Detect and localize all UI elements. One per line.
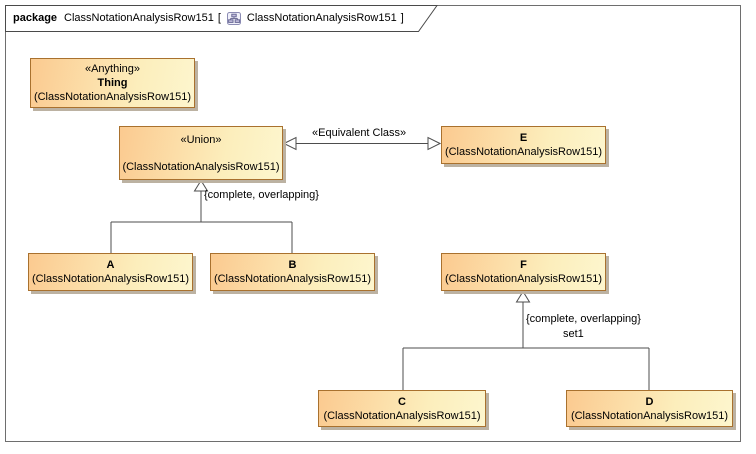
class-name: B (288, 259, 297, 271)
class-node-d[interactable]: D (ClassNotationAnalysisRow151) (566, 390, 733, 427)
class-node-a[interactable]: A (ClassNotationAnalysisRow151) (28, 253, 193, 291)
class-name: E (519, 132, 528, 144)
class-name: A (106, 259, 115, 271)
frame-bracket-close: ] (400, 12, 404, 24)
class-node-b[interactable]: B (ClassNotationAnalysisRow151) (210, 253, 375, 291)
package-qualifier: (ClassNotationAnalysisRow151) (122, 160, 280, 173)
package-qualifier: (ClassNotationAnalysisRow151) (444, 273, 603, 285)
class-node-f[interactable]: F (ClassNotationAnalysisRow151) (441, 253, 606, 291)
frame-header-tab-shape (5, 5, 438, 32)
generalization-edge-f[interactable] (402, 290, 650, 391)
class-name: D (645, 395, 654, 408)
class-name: F (520, 259, 527, 271)
generalization-arrowhead (515, 290, 531, 303)
package-qualifier: (ClassNotationAnalysisRow151) (323, 409, 481, 422)
class-node-e[interactable]: E (ClassNotationAnalysisRow151) (441, 126, 606, 164)
class-name: Thing (97, 77, 128, 89)
equivalent-class-edge-label[interactable]: «Equivalent Class» (312, 127, 407, 139)
package-qualifier: (ClassNotationAnalysisRow151) (444, 146, 603, 158)
generalization-union-constraint-label[interactable]: {complete, overlapping} (204, 189, 319, 201)
frame-kind-label: package (13, 12, 58, 24)
frame-bracket-open: [ (217, 12, 221, 24)
stereotype-label: «Union» (180, 133, 222, 146)
frame-package-name: ClassNotationAnalysisRow151 (64, 12, 214, 24)
package-qualifier: (ClassNotationAnalysisRow151) (570, 409, 729, 422)
open-arrowhead-right (427, 136, 442, 151)
generalization-arrowhead (193, 179, 209, 192)
frame-header: package ClassNotationAnalysisRow151 [ Cl… (13, 9, 404, 27)
package-qualifier: (ClassNotationAnalysisRow151) (31, 273, 190, 285)
generalization-f-constraint-label[interactable]: {complete, overlapping} (526, 313, 641, 325)
class-node-union[interactable]: «Union» (ClassNotationAnalysisRow151) (119, 126, 283, 180)
generalization-f-set-label[interactable]: set1 (563, 328, 584, 340)
class-name: C (398, 395, 406, 408)
class-node-c[interactable]: C (ClassNotationAnalysisRow151) (318, 390, 486, 427)
frame-diagram-name: ClassNotationAnalysisRow151 (246, 12, 397, 24)
class-node-thing[interactable]: «Anything» Thing (ClassNotationAnalysisR… (30, 58, 195, 108)
package-qualifier: (ClassNotationAnalysisRow151) (213, 273, 372, 285)
package-qualifier: (ClassNotationAnalysisRow151) (33, 91, 192, 103)
stereotype-label: «Anything» (84, 63, 141, 75)
equivalent-class-edge[interactable] (282, 136, 442, 151)
generalization-edge-union[interactable] (110, 179, 293, 254)
open-arrowhead-left (282, 136, 297, 151)
class-diagram-icon (226, 11, 241, 25)
